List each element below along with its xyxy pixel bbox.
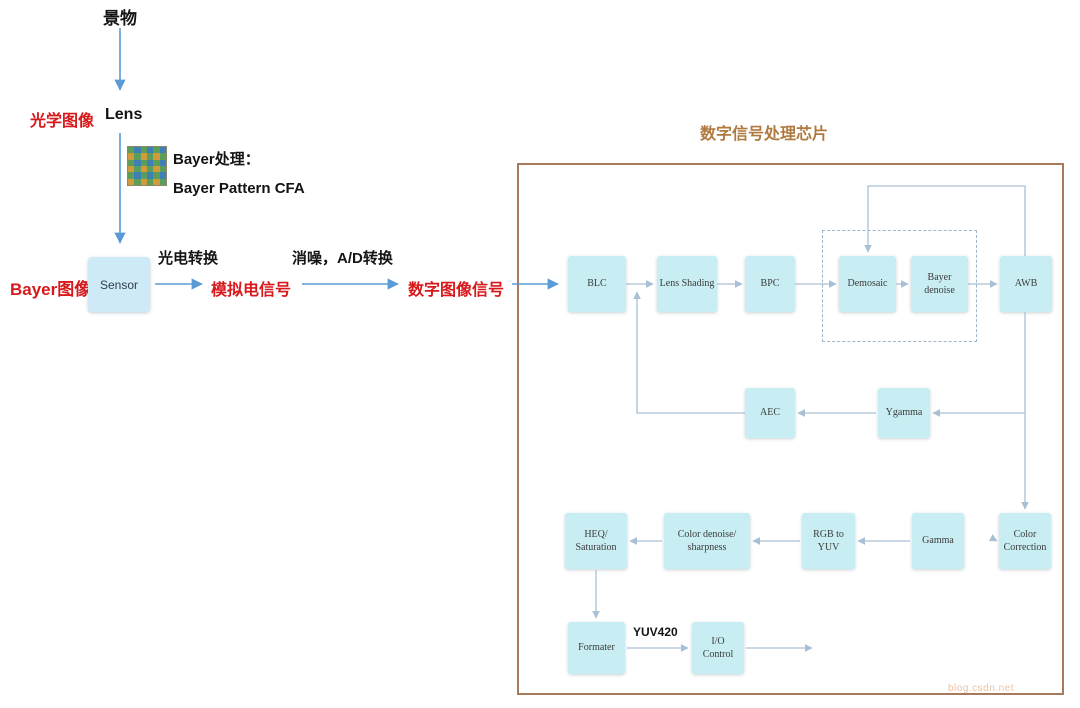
isp-box-formater: Formater <box>568 622 625 674</box>
bayer-process-label: Bayer处理： <box>173 151 260 168</box>
chip-title: 数字信号处理芯片 <box>700 126 829 143</box>
scene-label: 景物 <box>103 9 137 28</box>
isp-box-color-denoise-sharpness: Color denoise/ sharpness <box>664 513 750 569</box>
isp-box-demosaic: Demosaic <box>839 256 896 312</box>
isp-box-lens-shading: Lens Shading <box>657 256 717 312</box>
dsp-chip-frame <box>517 163 1064 695</box>
digital-image-signal-label: 数字图像信号 <box>408 282 505 299</box>
bayer-image-label: Bayer图像 <box>10 280 92 299</box>
isp-box-aec: AEC <box>745 388 795 438</box>
isp-box-rgb-to-yuv: RGB to YUV <box>802 513 855 569</box>
isp-box-blc: BLC <box>568 256 626 312</box>
isp-box-color-correction: Color Correction <box>999 513 1051 569</box>
analog-signal-label: 模拟电信号 <box>211 282 292 299</box>
optical-image-label: 光学图像 <box>30 113 95 130</box>
denoise-ad-conversion-label: 消噪，A/D转换 <box>292 250 393 267</box>
photoelectric-conversion-label: 光电转换 <box>158 250 219 267</box>
isp-box-bayer-denoise: Bayer denoise <box>911 256 968 312</box>
watermark-text: blog.csdn.net <box>948 683 1014 694</box>
sensor-label: Sensor <box>99 277 139 292</box>
isp-box-awb: AWB <box>1000 256 1052 312</box>
isp-box-bpc: BPC <box>745 256 795 312</box>
bayer-pattern-cfa-label: Bayer Pattern CFA <box>173 180 305 197</box>
sensor-box: Sensor <box>88 257 150 312</box>
isp-box-ygamma: Ygamma <box>878 388 930 438</box>
isp-box-gamma: Gamma <box>912 513 964 569</box>
lens-label: Lens <box>105 106 143 123</box>
bayer-pattern-icon <box>127 146 167 186</box>
isp-box-heq-saturation: HEQ/ Saturation <box>565 513 627 569</box>
yuv420-label: YUV420 <box>633 625 678 639</box>
isp-box-io-control: I/O Control <box>692 622 744 674</box>
